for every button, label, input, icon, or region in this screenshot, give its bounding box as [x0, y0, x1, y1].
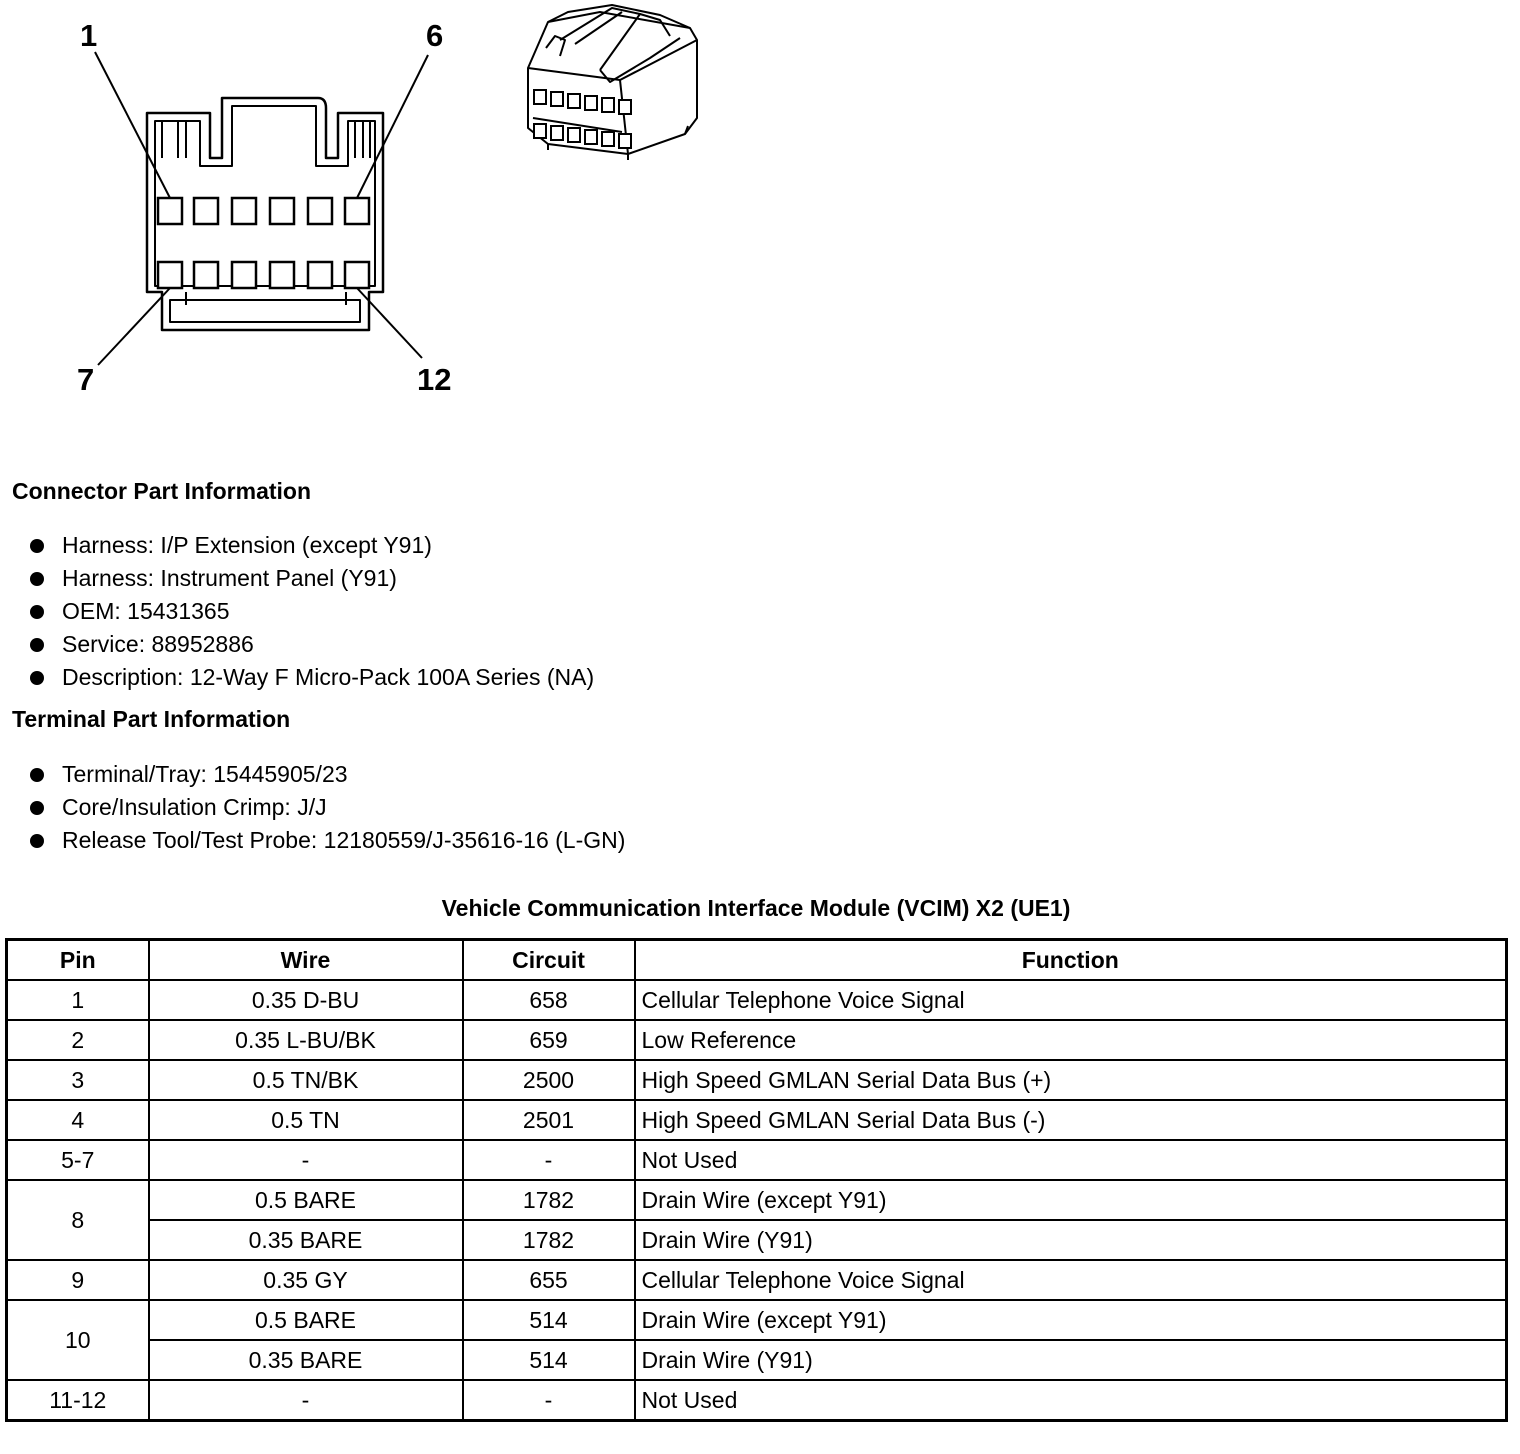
table-row: 1 0.35 D-BU 658 Cellular Telephone Voice… [5, 979, 1508, 1021]
list-item: Release Tool/Test Probe: 12180559/J-3561… [28, 824, 625, 857]
cell-function: Cellular Telephone Voice Signal [633, 1259, 1508, 1301]
connector-part-information-list: Harness: I/P Extension (except Y91) Harn… [28, 529, 594, 694]
cell-function: Not Used [633, 1379, 1508, 1422]
connector-body-inner [154, 105, 376, 287]
cell-wire: 0.35 GY [147, 1259, 464, 1301]
list-item: Terminal/Tray: 15445905/23 [28, 758, 625, 791]
table-title: Vehicle Communication Interface Module (… [441, 895, 1071, 921]
cell-function: Drain Wire (except Y91) [633, 1179, 1508, 1221]
cavity-5 [306, 196, 334, 226]
cell-function: High Speed GMLAN Serial Data Bus (-) [633, 1099, 1508, 1141]
pin-label-1: 1 [80, 18, 97, 53]
table-row: 11-12 - - Not Used [5, 1379, 1508, 1422]
cell-function: High Speed GMLAN Serial Data Bus (+) [633, 1059, 1508, 1101]
table-row: 2 0.35 L-BU/BK 659 Low Reference [5, 1019, 1508, 1061]
pin-label-7: 7 [77, 362, 94, 397]
table-row: 0.35 BARE 514 Drain Wire (Y91) [7, 1339, 1508, 1381]
cell-wire: - [147, 1139, 464, 1181]
cell-pin: 4 [5, 1099, 150, 1141]
header-function: Function [633, 938, 1508, 981]
cell-pin: 1 [5, 979, 150, 1021]
list-item: Harness: I/P Extension (except Y91) [28, 529, 594, 562]
cavity-7 [156, 260, 184, 290]
cell-pin: 9 [5, 1259, 150, 1301]
cell-pin: 5-7 [5, 1139, 150, 1181]
cavity-11 [306, 260, 334, 290]
cell-wire: 0.5 BARE [147, 1179, 464, 1221]
cavity-8 [192, 260, 220, 290]
cell-circuit: 1782 [461, 1219, 636, 1261]
cavity-3 [230, 196, 258, 226]
cell-wire: 0.5 BARE [147, 1299, 464, 1341]
cell-circuit: 514 [461, 1339, 636, 1381]
cell-pin: 10 [5, 1299, 150, 1381]
cell-circuit: - [461, 1379, 636, 1422]
header-pin: Pin [5, 938, 150, 981]
cavity-4 [268, 196, 296, 226]
cell-pin: 11-12 [5, 1379, 150, 1422]
header-circuit: Circuit [461, 938, 636, 981]
cavity-1 [156, 196, 184, 226]
table-row: 5-7 - - Not Used [5, 1139, 1508, 1181]
table-row: 8 0.5 BARE 1782 Drain Wire (except Y91) [5, 1179, 1508, 1261]
cell-circuit: 514 [461, 1299, 636, 1341]
cell-pin: 2 [5, 1019, 150, 1061]
cavity-12 [343, 260, 371, 290]
connector-diagram: 1 6 7 12 [77, 4, 698, 397]
cell-circuit: - [461, 1139, 636, 1181]
cell-function: Drain Wire (Y91) [633, 1219, 1508, 1261]
cavity-9 [230, 260, 258, 290]
list-item: Harness: Instrument Panel (Y91) [28, 562, 594, 595]
table-row: 3 0.5 TN/BK 2500 High Speed GMLAN Serial… [5, 1059, 1508, 1101]
cavity-6 [343, 196, 371, 226]
connector-body-outline [145, 96, 385, 332]
table-row: 4 0.5 TN 2501 High Speed GMLAN Serial Da… [5, 1099, 1508, 1141]
cell-circuit: 2501 [461, 1099, 636, 1141]
cell-function: Drain Wire (except Y91) [633, 1299, 1508, 1341]
table-row: 0.35 BARE 1782 Drain Wire (Y91) [7, 1219, 1508, 1261]
cell-wire: 0.35 BARE [147, 1339, 464, 1381]
cell-pin: 3 [5, 1059, 150, 1101]
cell-function: Cellular Telephone Voice Signal [633, 979, 1508, 1021]
pin-label-6: 6 [426, 18, 443, 53]
cell-circuit: 658 [461, 979, 636, 1021]
terminal-part-information-heading: Terminal Part Information [12, 706, 291, 732]
cell-function: Drain Wire (Y91) [633, 1339, 1508, 1381]
cell-wire: 0.35 BARE [147, 1219, 464, 1261]
cavity-2 [192, 196, 220, 226]
cell-wire: 0.35 L-BU/BK [147, 1019, 464, 1061]
table-row: 10 0.5 BARE 514 Drain Wire (except Y91) [5, 1299, 1508, 1381]
terminal-part-information-list: Terminal/Tray: 15445905/23 Core/Insulati… [28, 758, 625, 857]
cell-wire: 0.5 TN [147, 1099, 464, 1141]
cell-pin: 8 [5, 1179, 150, 1261]
connector-face-view [145, 96, 385, 332]
header-wire: Wire [147, 938, 464, 981]
cavity-row-bottom [156, 260, 371, 290]
pinout-table: Pin Wire Circuit Function 1 0.35 D-BU 65… [5, 938, 1508, 1422]
list-item: OEM: 15431365 [28, 595, 594, 628]
cell-wire: 0.5 TN/BK [147, 1059, 464, 1101]
cell-wire: - [147, 1379, 464, 1422]
table-row: 9 0.35 GY 655 Cellular Telephone Voice S… [5, 1259, 1508, 1301]
cell-circuit: 1782 [461, 1179, 636, 1221]
cell-function: Low Reference [633, 1019, 1508, 1061]
leader-lines [94, 51, 429, 366]
table-header-row: Pin Wire Circuit Function [5, 938, 1508, 981]
cell-circuit: 655 [461, 1259, 636, 1301]
cell-wire: 0.35 D-BU [147, 979, 464, 1021]
connector-part-information-heading: Connector Part Information [12, 478, 312, 504]
pin-label-12: 12 [417, 362, 451, 397]
cell-circuit: 659 [461, 1019, 636, 1061]
cell-circuit: 2500 [461, 1059, 636, 1101]
cavity-10 [268, 260, 296, 290]
cavity-row-top [156, 196, 371, 226]
list-item: Description: 12-Way F Micro-Pack 100A Se… [28, 661, 594, 694]
cell-function: Not Used [633, 1139, 1508, 1181]
list-item: Core/Insulation Crimp: J/J [28, 791, 625, 824]
list-item: Service: 88952886 [28, 628, 594, 661]
iso-cavities [533, 89, 632, 149]
